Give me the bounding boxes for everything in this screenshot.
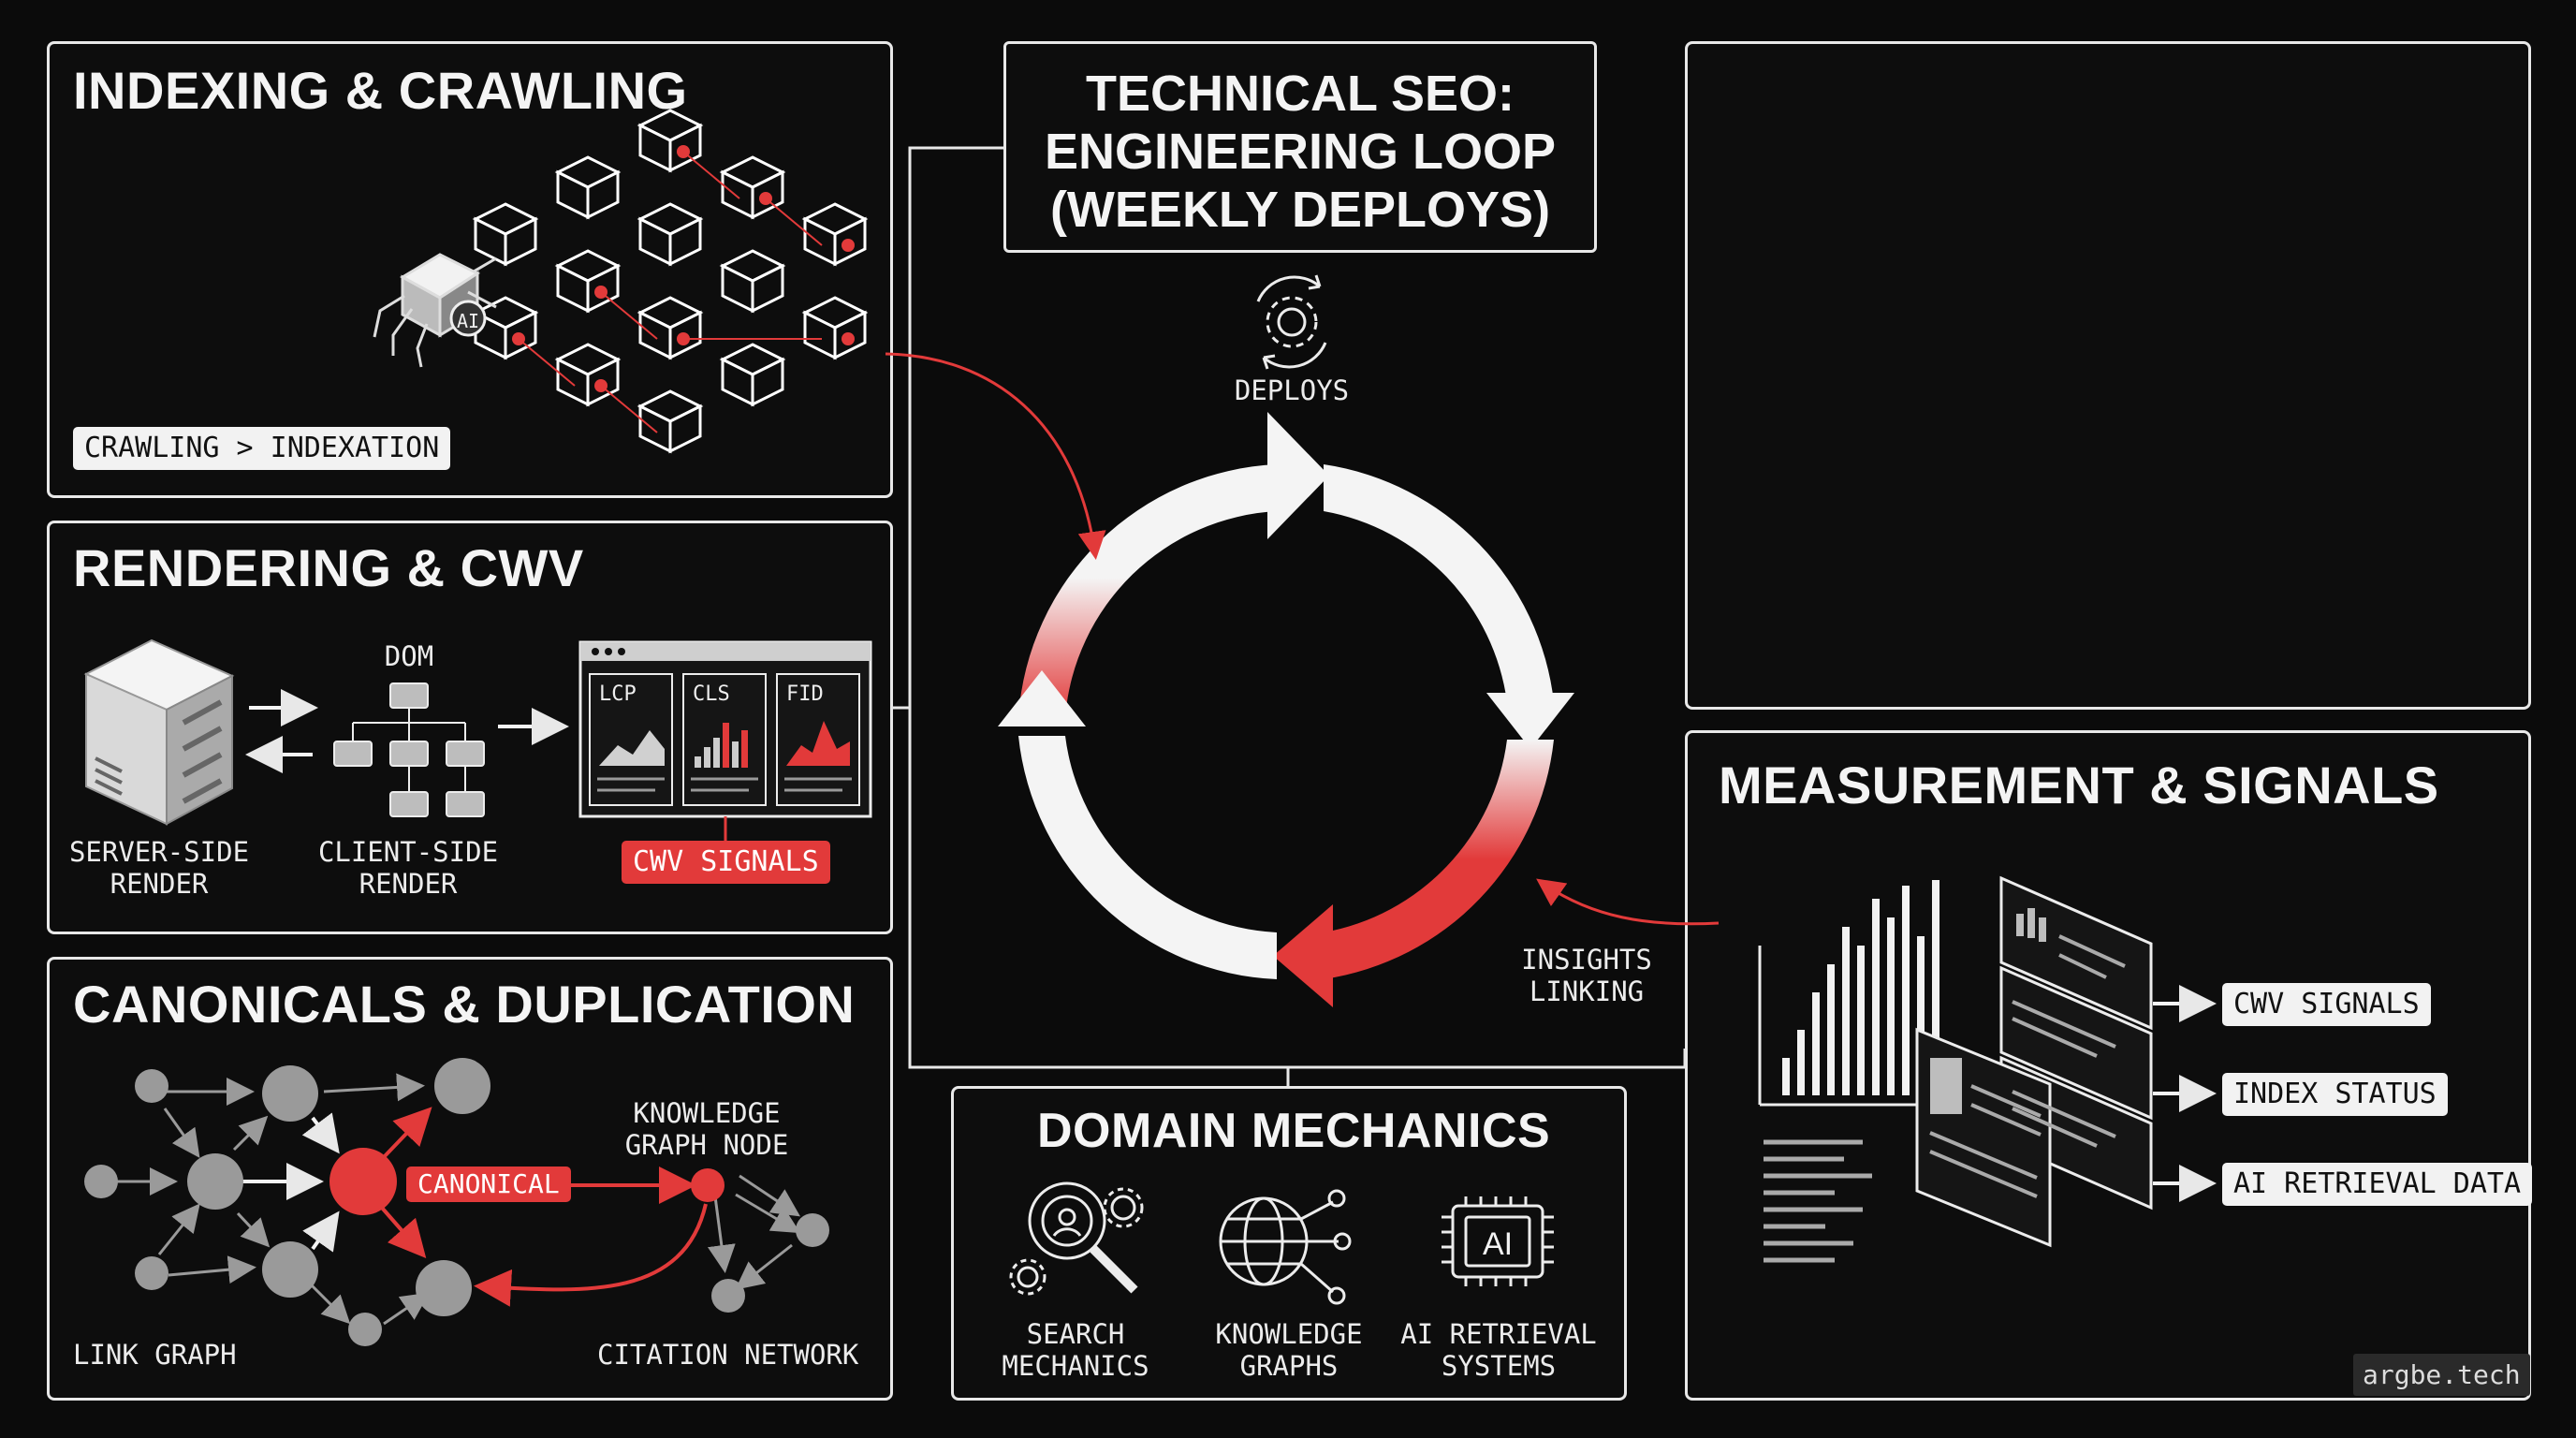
output-ai-retrieval-data: AI RETRIEVAL DATA: [2222, 1163, 2533, 1206]
empty-panel: [1685, 41, 2531, 710]
robot-badge: AI: [457, 310, 479, 332]
ai-chip-icon: [1442, 1196, 1554, 1286]
citation-network-icon: [691, 1168, 829, 1313]
indexing-title: INDEXING & CRAWLING: [73, 61, 688, 120]
crawled-page-dot: [842, 332, 855, 345]
title-line-1: TECHNICAL SEO:: [1085, 66, 1515, 122]
crawler-robot-icon: [373, 253, 497, 368]
magnifier-gears-icon: [1009, 1181, 1144, 1296]
ssr-csr-arrows: [245, 689, 569, 773]
kg-node-label-2: GRAPH NODE: [624, 1129, 789, 1161]
crawl-link: [682, 151, 740, 199]
canonical-tag: CANONICAL: [406, 1167, 571, 1202]
metric-lcp: LCP: [599, 682, 637, 706]
engineering-loop-cycle: [998, 412, 1574, 1007]
title-box: TECHNICAL SEO: ENGINEERING LOOP (WEEKLY …: [1003, 41, 1597, 253]
ai-retrieval-label-1: AI RETRIEVAL: [1400, 1318, 1597, 1350]
cube-face: [504, 216, 537, 267]
cube-face: [751, 263, 784, 314]
insights-label-2: LINKING: [1529, 976, 1645, 1007]
search-mechanics-label-1: SEARCH: [1026, 1318, 1125, 1350]
kg-node-label-1: KNOWLEDGE: [633, 1097, 781, 1129]
server-icon: [83, 638, 235, 826]
crawl-link: [600, 385, 658, 433]
output-cwv-signals: CWV SIGNALS: [2222, 983, 2431, 1026]
cube-face: [751, 357, 784, 407]
domain-mechanics-panel: [951, 1086, 1627, 1401]
csr-label-2: RENDER: [359, 868, 458, 900]
measurement-title: MEASUREMENT & SIGNALS: [1719, 756, 2439, 814]
crawl-link: [600, 291, 658, 340]
cube-lattice-icon: [472, 109, 869, 454]
domain-title: DOMAIN MECHANICS: [1037, 1104, 1551, 1158]
title-line-2: ENGINEERING LOOP: [1044, 124, 1557, 180]
crawl-link: [765, 198, 823, 246]
knowledge-graphs-label-2: GRAPHS: [1239, 1350, 1339, 1382]
crawled-page-dot: [842, 239, 855, 252]
cube-face: [668, 216, 702, 267]
cube-face: [668, 404, 702, 454]
crawling-indexation-tag: CRAWLING > INDEXATION: [73, 427, 451, 470]
title-line-3: (WEEKLY DEPLOYS): [1049, 182, 1551, 238]
ssr-label-1: SERVER-SIDE: [68, 836, 250, 868]
chip-text: AI: [1483, 1226, 1513, 1262]
ssr-label-2: RENDER: [110, 868, 209, 900]
cube-face: [586, 169, 620, 220]
metric-fid: FID: [786, 682, 824, 706]
output-index-status: INDEX STATUS: [2222, 1073, 2448, 1116]
citation-network-label: CITATION NETWORK: [597, 1339, 859, 1371]
dom-label: DOM: [384, 640, 434, 672]
link-graph-label: LINK GRAPH: [73, 1339, 237, 1371]
insights-label-1: INSIGHTS: [1521, 944, 1652, 976]
csr-label-1: CLIENT-SIDE: [317, 836, 499, 868]
watermark: argbe.tech: [2353, 1354, 2530, 1396]
incoming-arrows: [885, 352, 1720, 926]
globe-network-icon: [1219, 1189, 1352, 1305]
search-mechanics-label-2: MECHANICS: [1002, 1350, 1149, 1382]
link-graph-icon: [84, 1058, 708, 1346]
deploys-label: DEPLOYS: [1234, 374, 1350, 406]
analytics-stack-icon: [1758, 875, 2217, 1263]
canonicals-title: CANONICALS & DUPLICATION: [73, 975, 856, 1034]
metric-cls: CLS: [693, 682, 730, 706]
knowledge-graphs-label-1: KNOWLEDGE: [1215, 1318, 1363, 1350]
rendering-title: RENDERING & CWV: [73, 538, 584, 597]
gear-sync-icon: [1256, 274, 1327, 370]
crawl-link: [518, 338, 576, 387]
ai-retrieval-label-2: SYSTEMS: [1441, 1350, 1557, 1382]
dom-tree-icon: [333, 682, 485, 817]
cwv-dashboard-icon: [578, 640, 872, 841]
cwv-signals-tag: CWV SIGNALS: [622, 841, 830, 884]
